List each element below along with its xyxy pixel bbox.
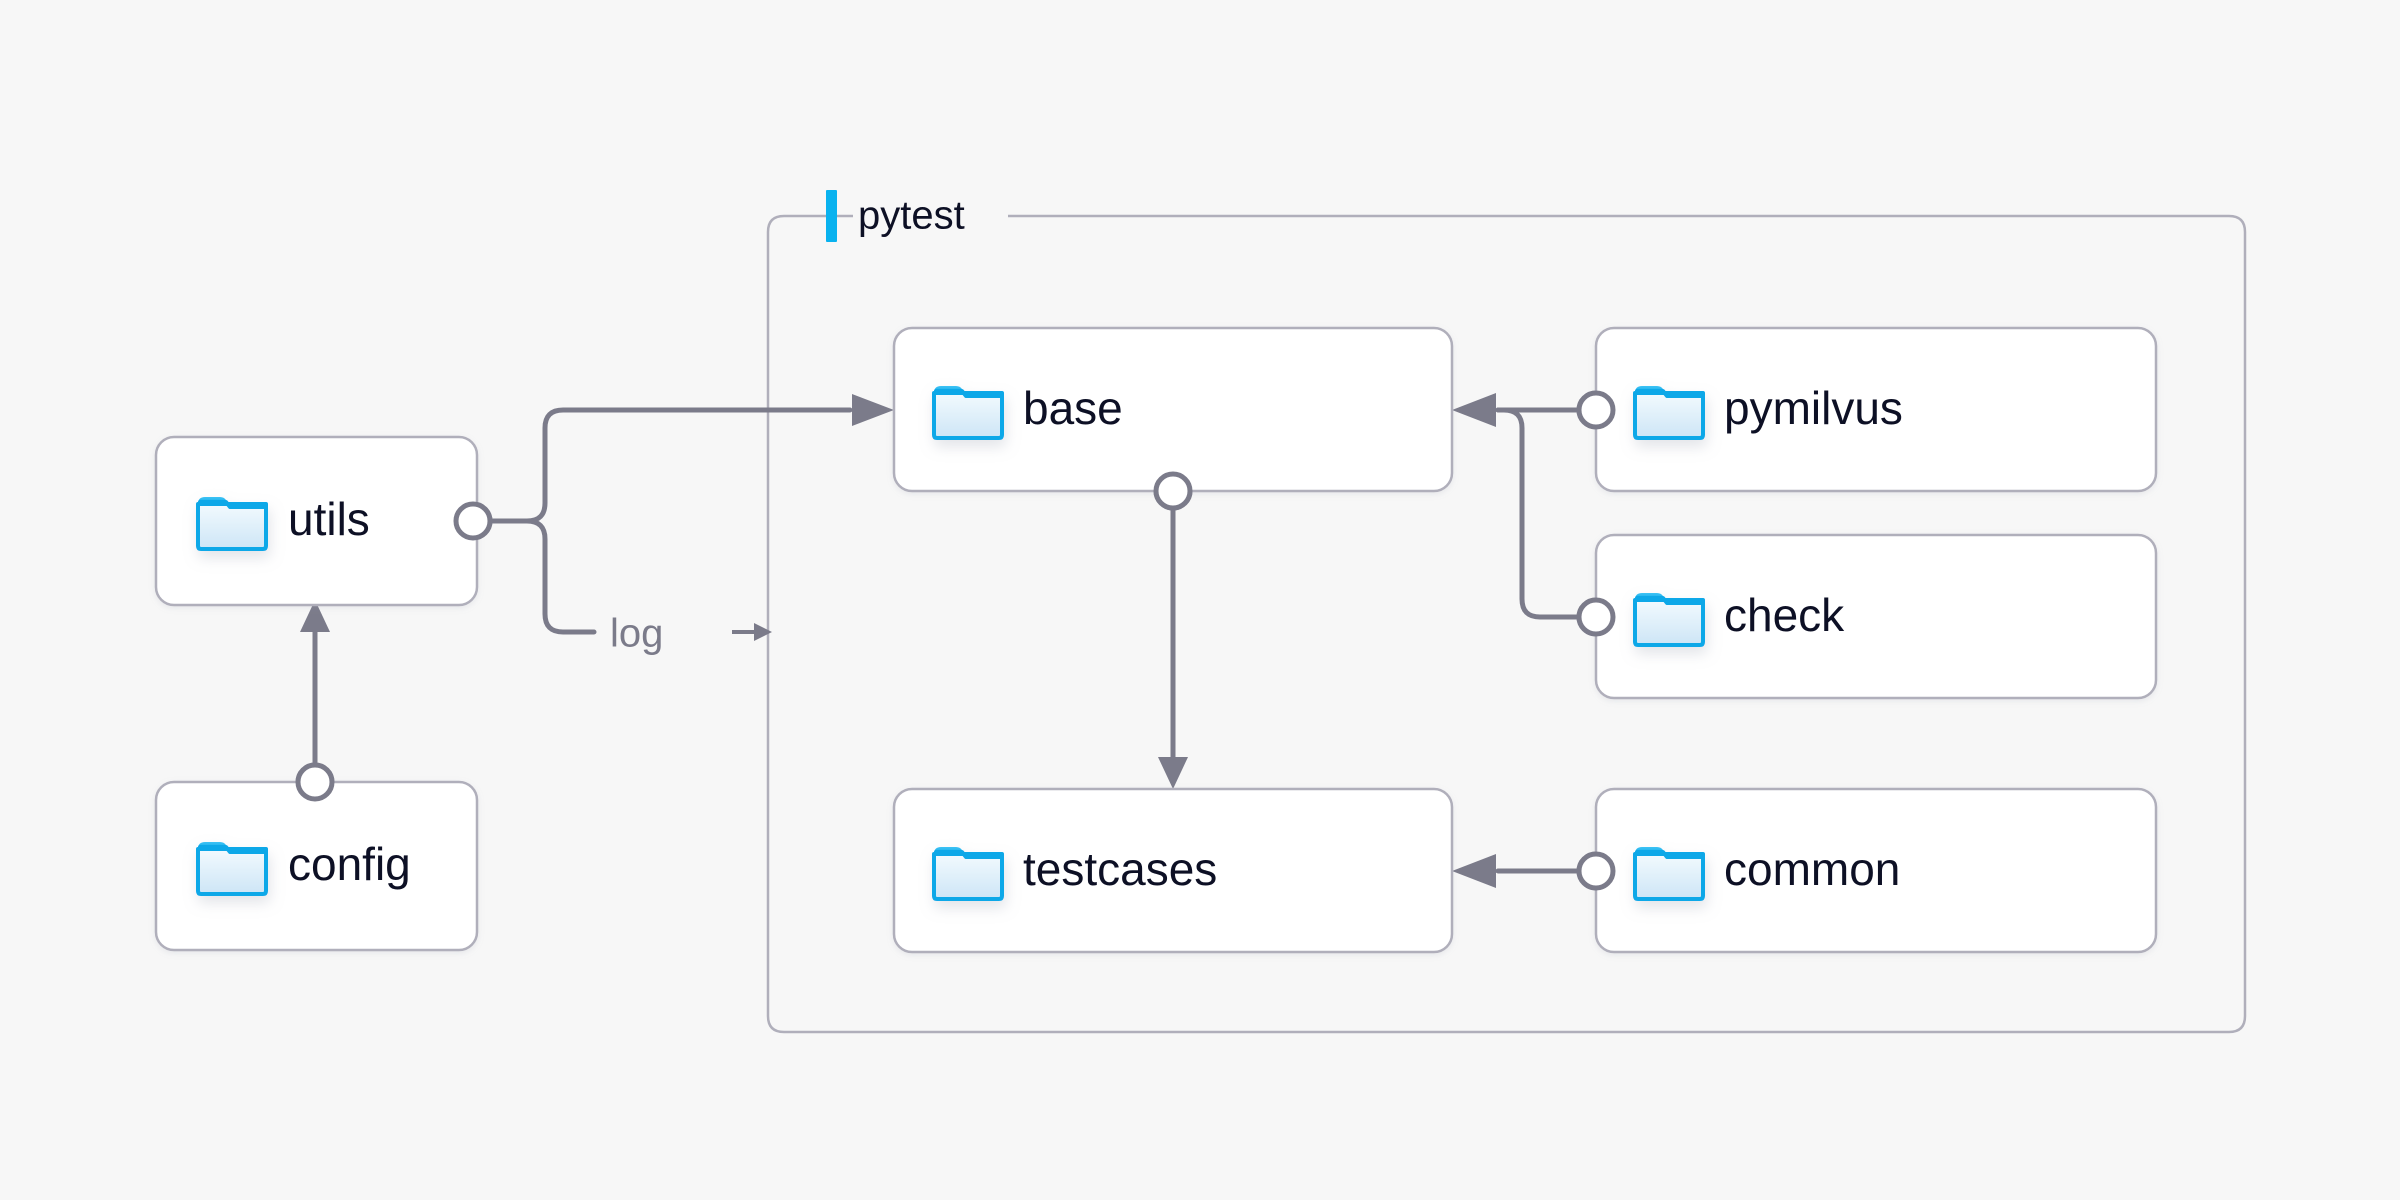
node-utils-label: utils bbox=[288, 493, 370, 545]
folder-icon bbox=[196, 495, 268, 551]
node-config[interactable]: config bbox=[154, 780, 479, 952]
pytest-group-container[interactable]: pytest bbox=[766, 190, 2247, 1034]
edge-utils-to-base-line bbox=[487, 407, 853, 524]
node-utils[interactable]: utils bbox=[154, 435, 479, 607]
node-pymilvus[interactable]: pymilvus bbox=[1594, 326, 2158, 493]
pytest-accent-bar bbox=[826, 190, 837, 242]
folder-icon bbox=[196, 840, 268, 896]
pytest-group-label: pytest bbox=[858, 194, 965, 238]
port-check-left-overlay[interactable] bbox=[1576, 597, 1616, 637]
edge-check-to-base-line bbox=[1495, 407, 1582, 620]
folder-icon bbox=[1633, 384, 1705, 440]
node-testcases[interactable]: testcases bbox=[892, 787, 1454, 954]
edge-common-to-testcases-arrowhead bbox=[1452, 854, 1496, 888]
port-pymilvus-left-overlay[interactable] bbox=[1576, 390, 1616, 430]
edge-utils-to-log[interactable]: log bbox=[487, 518, 772, 656]
node-common-label: common bbox=[1724, 843, 1900, 895]
port-base-bottom-overlay[interactable] bbox=[1153, 471, 1193, 511]
edge-utils-to-base-arrowhead bbox=[852, 394, 894, 426]
port-config-top-overlay[interactable] bbox=[295, 762, 335, 802]
port-utils-right-overlay[interactable] bbox=[453, 501, 493, 541]
edge-base-to-testcases-arrowhead bbox=[1158, 757, 1188, 789]
edge-base-to-testcases[interactable] bbox=[1153, 471, 1193, 789]
edge-log-label: log bbox=[610, 612, 663, 656]
port-common-left-overlay[interactable] bbox=[1576, 851, 1616, 891]
folder-icon bbox=[932, 845, 1004, 901]
edge-pymilvus-to-base-arrowhead bbox=[1452, 393, 1496, 427]
edge-log-arrowhead bbox=[754, 623, 772, 641]
pytest-group-border-left bbox=[766, 214, 2247, 1034]
edge-utils-to-log-line bbox=[487, 518, 597, 635]
folder-icon bbox=[1633, 845, 1705, 901]
edge-utils-to-base[interactable] bbox=[487, 394, 894, 524]
edge-config-to-utils-arrowhead bbox=[300, 600, 330, 632]
node-testcases-label: testcases bbox=[1023, 843, 1217, 895]
node-base[interactable]: base bbox=[892, 326, 1454, 493]
node-base-label: base bbox=[1023, 382, 1123, 434]
node-config-label: config bbox=[288, 838, 411, 890]
folder-icon bbox=[932, 384, 1004, 440]
node-testcases-box bbox=[892, 787, 1454, 954]
folder-icon bbox=[1633, 591, 1705, 647]
node-check-label: check bbox=[1724, 589, 1845, 641]
node-common[interactable]: common bbox=[1594, 787, 2158, 954]
node-pymilvus-label: pymilvus bbox=[1724, 382, 1903, 434]
node-check[interactable]: check bbox=[1594, 533, 2158, 700]
